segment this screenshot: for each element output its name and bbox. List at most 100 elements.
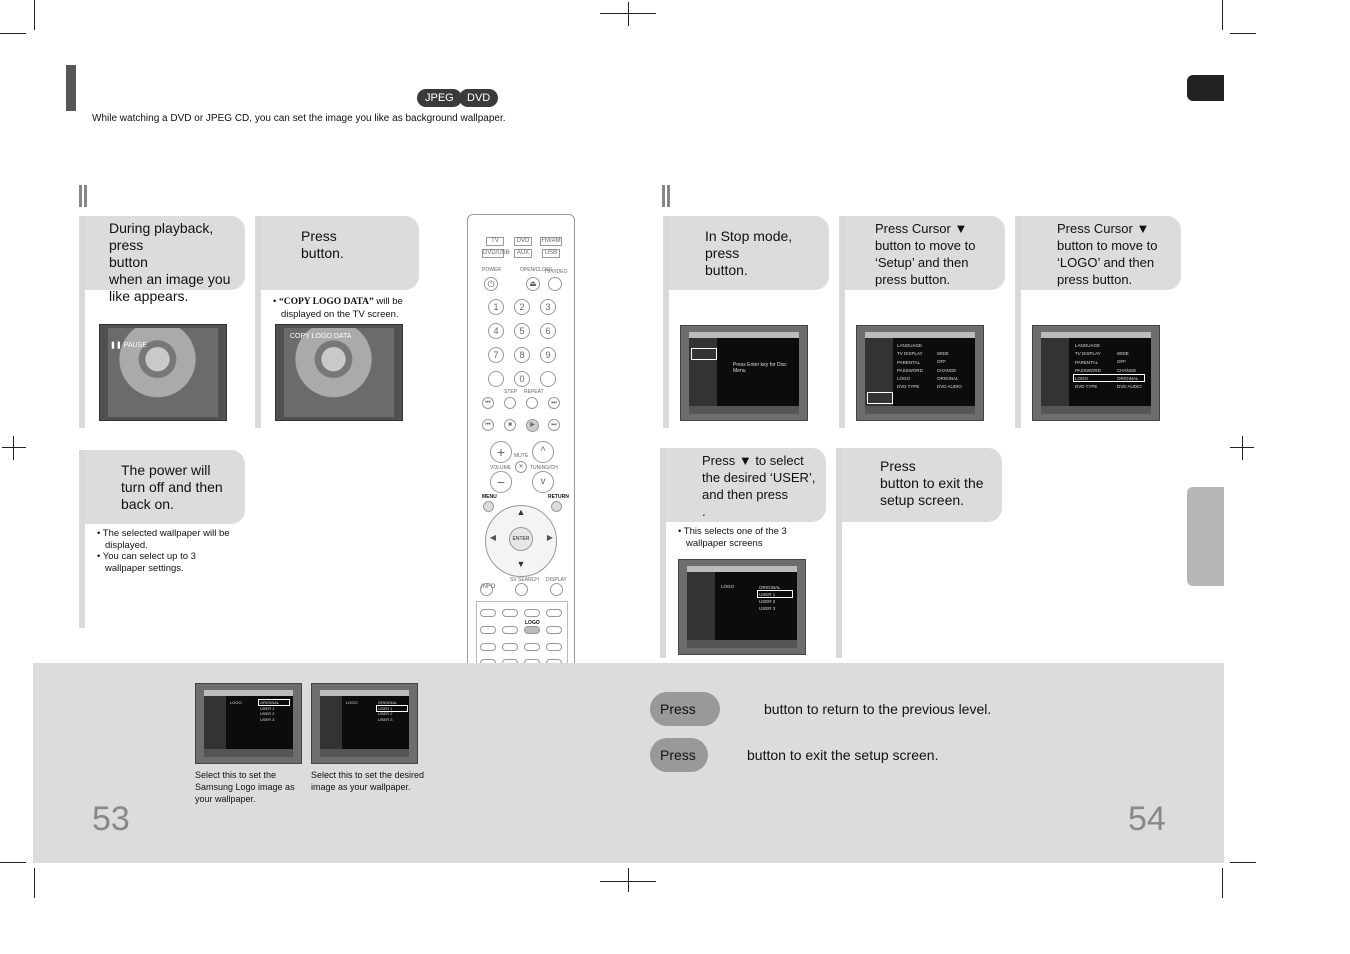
- note-item: • The selected wallpaper will be display…: [97, 528, 230, 551]
- child-photo: [284, 328, 394, 417]
- info-button[interactable]: INFO: [480, 583, 495, 596]
- cancel-button[interactable]: [540, 371, 556, 387]
- tv-button[interactable]: TV: [486, 237, 504, 246]
- selection-highlight: [867, 392, 893, 404]
- screen-sidebar: [689, 338, 717, 406]
- effect-button[interactable]: [502, 609, 518, 617]
- tuner-memory-button[interactable]: [480, 626, 496, 634]
- screen-header: [320, 690, 409, 696]
- repeat-button[interactable]: [526, 397, 538, 409]
- step-text: Press Cursor ▼ button to move to ‘Setup’…: [845, 216, 1005, 290]
- mute-icon[interactable]: ✕: [515, 461, 527, 473]
- enter-button[interactable]: ENTER: [509, 527, 533, 551]
- slow-button[interactable]: [502, 626, 518, 634]
- step-button[interactable]: [504, 397, 516, 409]
- fm-am-button[interactable]: FM/AM: [540, 237, 562, 246]
- tip-pill: [650, 692, 720, 726]
- skip-back-icon[interactable]: ⏮: [482, 419, 494, 431]
- screen-header: [204, 690, 293, 696]
- tv-video-button[interactable]: [548, 277, 562, 291]
- crop-mark: [34, 868, 35, 898]
- slide-mode-button[interactable]: [524, 643, 540, 651]
- cursor-up-icon[interactable]: ▲: [516, 507, 526, 517]
- menu-label: MENU: [482, 494, 497, 500]
- dvd-usb-button[interactable]: DVD/USB: [482, 249, 510, 258]
- remain-button[interactable]: [488, 371, 504, 387]
- digit-9-button[interactable]: 9: [540, 347, 556, 363]
- crop-mark: [0, 33, 26, 34]
- eject-icon[interactable]: ⏏: [526, 277, 540, 291]
- digit-4-button[interactable]: 4: [488, 323, 504, 339]
- play-pause-icon[interactable]: ▶: [526, 419, 539, 432]
- crop-mark: [1230, 862, 1256, 863]
- tuning-down-button[interactable]: v: [532, 471, 554, 493]
- tuning-up-button[interactable]: ^: [532, 441, 554, 463]
- registration-mark: [600, 881, 656, 882]
- cursor-right-icon[interactable]: ▶: [546, 533, 554, 542]
- mode-button[interactable]: [480, 609, 496, 617]
- tv-display: Press Enter key for Disc Menu: [689, 332, 799, 414]
- volume-up-button[interactable]: +: [490, 441, 512, 463]
- rewind-icon[interactable]: ⏮: [482, 397, 494, 409]
- return-label: RETURN: [548, 494, 569, 500]
- digit-7-button[interactable]: 7: [488, 347, 504, 363]
- select-button[interactable]: [546, 643, 562, 651]
- step-note: • “COPY LOGO DATA” will be displayed on …: [261, 290, 419, 320]
- display-button[interactable]: [550, 583, 563, 596]
- logo-button[interactable]: [524, 626, 540, 634]
- ez-view-button[interactable]: [502, 643, 518, 651]
- digit-1-button[interactable]: 1: [488, 299, 504, 315]
- logo-label: LOGO: [525, 620, 540, 626]
- test-tone-button[interactable]: [546, 609, 562, 617]
- dimmer-button[interactable]: [524, 609, 540, 617]
- aux-button[interactable]: AUX: [514, 249, 532, 258]
- digit-2-button[interactable]: 2: [514, 299, 530, 315]
- sv-search-label: SV SEARCH: [510, 577, 539, 583]
- caption-original: Select this to set the Samsung Logo imag…: [195, 770, 295, 804]
- section-marker-left: [79, 185, 87, 207]
- step-text: In Stop mode, press button.: [669, 216, 829, 290]
- tip-exit-text: button to exit the setup screen.: [747, 747, 939, 763]
- screen-sidebar: [204, 696, 226, 749]
- dvd-badge: DVD: [459, 89, 499, 107]
- digit-0-button[interactable]: 0: [514, 371, 530, 387]
- forward-icon[interactable]: ⏭: [548, 397, 560, 409]
- logo-item: LOGO: [230, 700, 242, 705]
- copy-photo: COPY LOGO DATA: [275, 324, 403, 421]
- digit-3-button[interactable]: 3: [540, 299, 556, 315]
- dvd-button[interactable]: DVD: [514, 237, 532, 246]
- step-text: Press Cursor ▼ button to move to ‘LOGO’ …: [1021, 216, 1181, 290]
- crop-mark: [1222, 0, 1223, 30]
- volume-down-button[interactable]: −: [490, 471, 512, 493]
- return-button[interactable]: [551, 501, 562, 512]
- digit-5-button[interactable]: 5: [514, 323, 530, 339]
- crop-mark: [1230, 33, 1256, 34]
- cursor-left-icon[interactable]: ◀: [489, 533, 497, 542]
- digit-6-button[interactable]: 6: [540, 323, 556, 339]
- power-icon[interactable]: ⏻: [484, 277, 498, 291]
- digit-8-button[interactable]: 8: [514, 347, 530, 363]
- stop-icon[interactable]: ■: [504, 419, 516, 431]
- screen-footer: [687, 640, 797, 648]
- screen-sidebar: [1041, 338, 1069, 406]
- usb-button[interactable]: USB: [542, 249, 560, 258]
- cursor-down-icon[interactable]: ▼: [516, 559, 526, 569]
- screen-footer: [204, 749, 293, 757]
- title-bar: [66, 65, 76, 111]
- sound-edit-button[interactable]: [546, 626, 562, 634]
- menu-button[interactable]: [483, 501, 494, 512]
- tip-press-label: Press: [660, 701, 696, 717]
- zoom-button[interactable]: [480, 643, 496, 651]
- jpeg-badge: JPEG: [417, 89, 462, 107]
- skip-forward-icon[interactable]: ⏭: [548, 419, 560, 431]
- sv-search-button[interactable]: [515, 583, 528, 596]
